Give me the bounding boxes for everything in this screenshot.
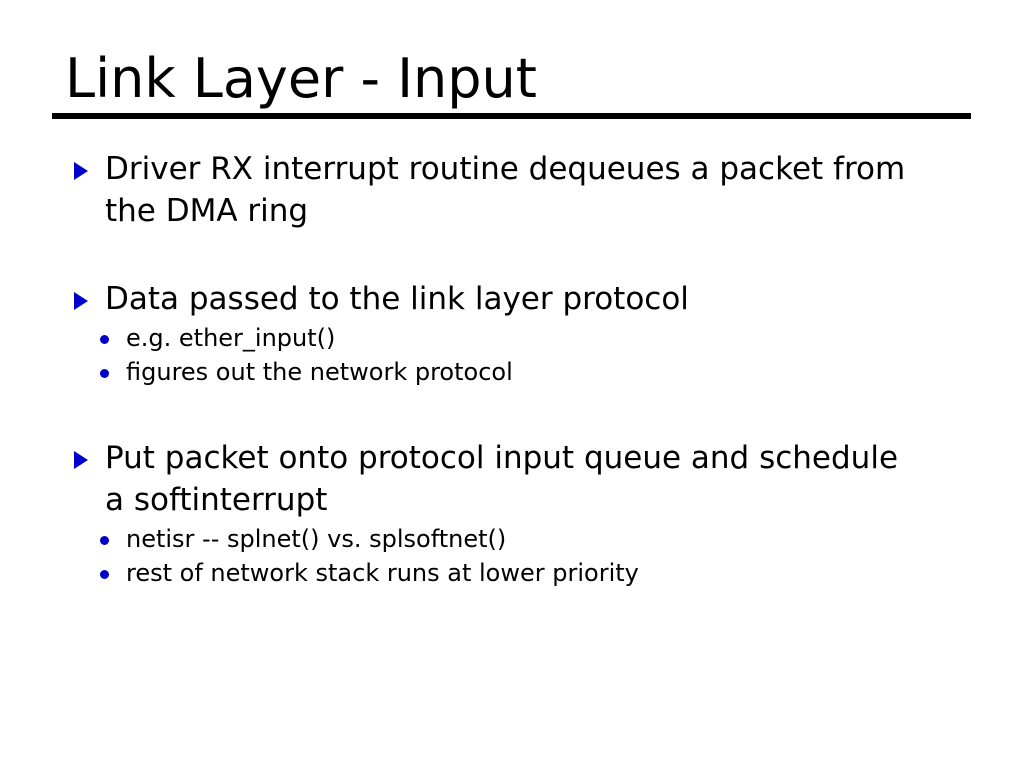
bullet-item-level2: e.g. ether_input()	[52, 321, 982, 355]
bullet-text-level2: rest of network stack runs at lower prio…	[126, 559, 639, 587]
bullet-text-level2: e.g. ether_input()	[126, 324, 336, 352]
bullet-text-level2: figures out the network protocol	[126, 358, 513, 386]
slide-title-block: Link Layer - Input	[52, 50, 972, 119]
dot-marker-icon	[100, 335, 109, 344]
triangle-marker-icon	[74, 451, 88, 469]
bullet-item-level2: rest of network stack runs at lower prio…	[52, 556, 982, 590]
bullet-group: Driver RX interrupt routine dequeues a p…	[52, 148, 982, 232]
dot-marker-icon	[100, 536, 109, 545]
dot-marker-icon	[100, 369, 109, 378]
sub-bullet-list: netisr -- splnet() vs. splsoftnet() rest…	[52, 522, 982, 590]
bullet-text-level1: Data passed to the link layer protocol	[105, 281, 689, 317]
title-divider	[52, 113, 971, 119]
bullet-text-level1: Put packet onto protocol input queue and…	[105, 440, 899, 518]
sub-bullet-list: e.g. ether_input() figures out the netwo…	[52, 321, 982, 389]
bullet-text-level2: netisr -- splnet() vs. splsoftnet()	[126, 525, 507, 553]
dot-marker-icon	[100, 570, 109, 579]
triangle-marker-icon	[74, 292, 88, 310]
bullet-group: Put packet onto protocol input queue and…	[52, 437, 982, 590]
page-title: Link Layer - Input	[65, 47, 537, 110]
bullet-item-level2: netisr -- splnet() vs. splsoftnet()	[52, 522, 982, 556]
bullet-item-level1: Driver RX interrupt routine dequeues a p…	[52, 148, 915, 232]
slide-body: Driver RX interrupt routine dequeues a p…	[52, 148, 982, 590]
bullet-text-level1: Driver RX interrupt routine dequeues a p…	[105, 151, 906, 229]
bullet-item-level1: Data passed to the link layer protocol	[52, 278, 915, 320]
triangle-marker-icon	[74, 162, 88, 180]
bullet-item-level2: figures out the network protocol	[52, 355, 982, 389]
bullet-item-level1: Put packet onto protocol input queue and…	[52, 437, 915, 521]
bullet-group: Data passed to the link layer protocol e…	[52, 278, 982, 389]
